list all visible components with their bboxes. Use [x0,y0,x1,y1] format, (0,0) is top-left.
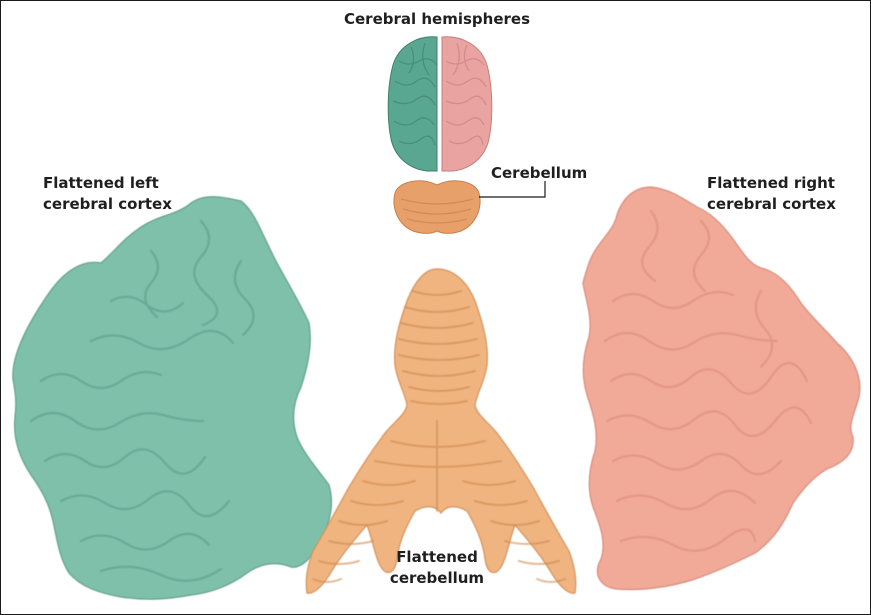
right-hemisphere [442,37,492,171]
label-flattened-cerebellum: Flattened cerebellum [381,547,493,589]
left-hemisphere-shape [388,37,437,171]
label-cerebellum-text: Cerebellum [491,163,587,184]
flattened-right-cortex-shape [583,187,860,590]
label-flattened-right-cortex: Flattened right cerebral cortex [707,173,836,215]
label-flattened-right-line2: cerebral cortex [707,194,836,215]
flattened-right-cortex [583,187,860,590]
label-flattened-left-line1: Flattened left [43,173,172,194]
flattened-left-cortex [13,197,332,599]
cerebellum [394,181,480,233]
flattened-cerebellum [306,269,576,593]
left-hemisphere [388,37,437,171]
label-cerebral-hemispheres-text: Cerebral hemispheres [337,9,537,30]
label-cerebral-hemispheres: Cerebral hemispheres [337,9,537,30]
right-hemisphere-shape [442,37,492,171]
label-flattened-left-line2: cerebral cortex [43,194,172,215]
label-cerebellum: Cerebellum [491,163,587,184]
label-flattened-cerebellum-line1: Flattened [381,547,493,568]
cerebellum-shape [394,181,480,233]
label-flattened-right-line1: Flattened right [707,173,836,194]
label-flattened-cerebellum-line2: cerebellum [381,568,493,589]
label-flattened-left-cortex: Flattened left cerebral cortex [43,173,172,215]
